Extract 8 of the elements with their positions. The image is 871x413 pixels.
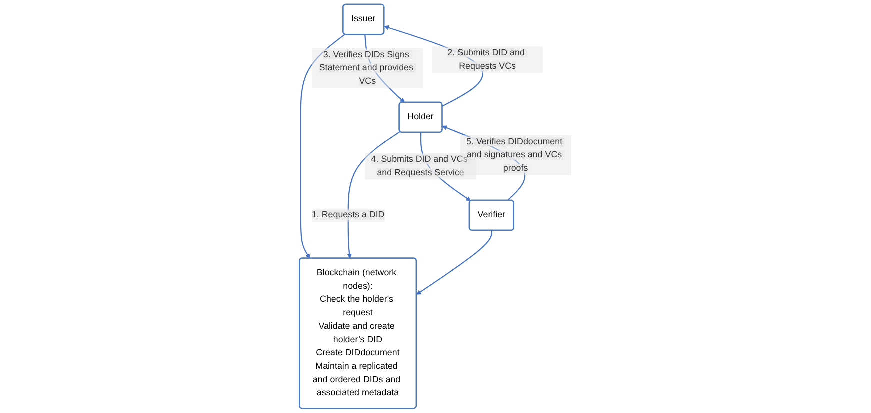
edge-label: 4. Submits DID and VCs and Requests Service	[371, 154, 468, 178]
edge-label: 5. Verifies DIDdocument and signatures and VCs proofs	[466, 137, 563, 174]
arrow	[300, 34, 346, 259]
edge-label: 1. Requests a DID	[312, 210, 385, 220]
edge-label: 2. Submits DID and Requests VCs	[448, 48, 525, 72]
edge-label: 3. Verifies DIDs Signs Statement and provides VCs	[319, 50, 414, 86]
arrow	[347, 131, 401, 259]
arrow	[416, 230, 492, 295]
